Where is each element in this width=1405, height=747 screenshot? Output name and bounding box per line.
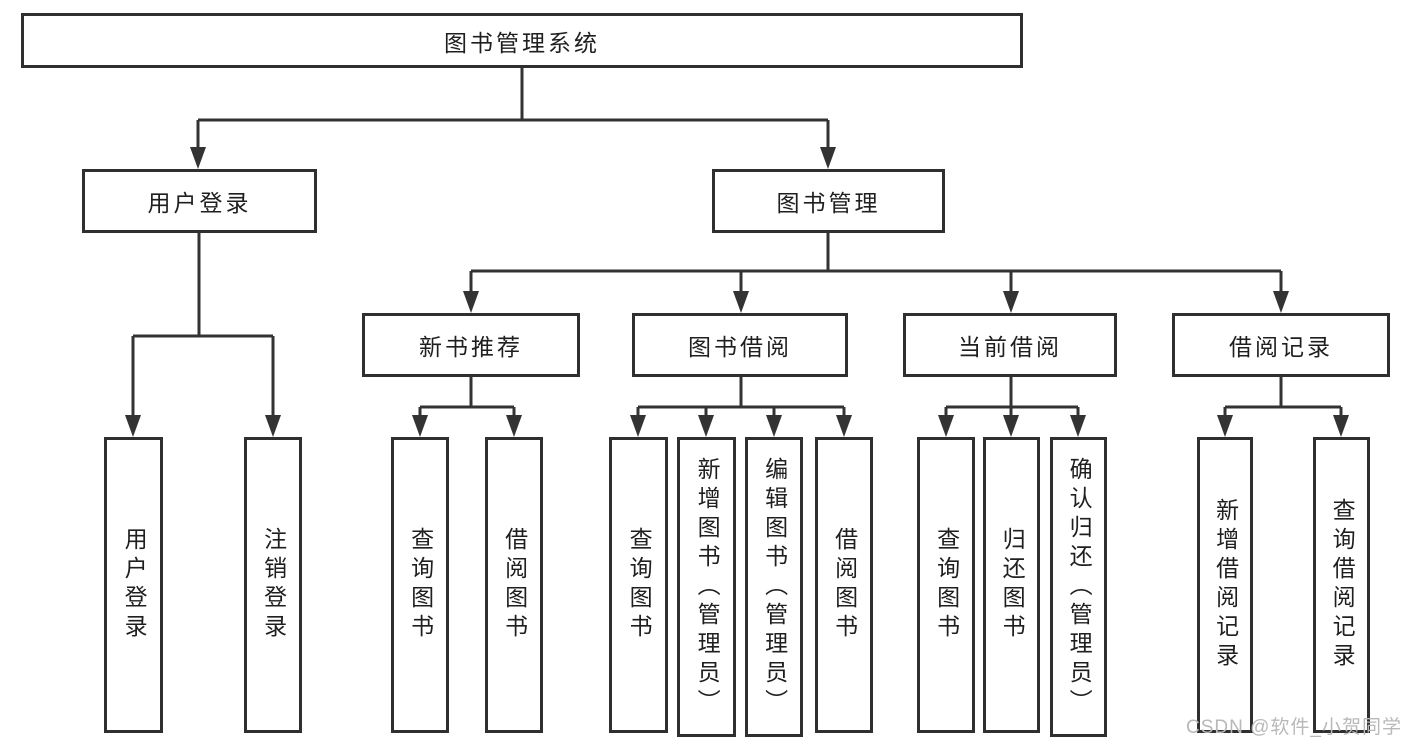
leaf-label: 用户登录 — [121, 527, 148, 643]
node-leaf-borrow-books: 借阅图书 — [815, 437, 873, 733]
leaf-label: 查询图书 — [407, 527, 434, 643]
leaf-label: 借阅图书 — [831, 527, 858, 643]
node-leaf-confirm-return-admin: 确认归还（管理员） — [1050, 437, 1107, 737]
leaf-label: 新增借阅记录 — [1212, 498, 1239, 672]
node-book-borrow: 图书借阅 — [632, 313, 848, 377]
leaf-label: 查询图书 — [626, 527, 653, 643]
leaf-label: 查询图书 — [933, 527, 960, 643]
node-leaf-user-login: 用户登录 — [104, 437, 163, 733]
node-leaf-edit-books-admin: 编辑图书（管理员） — [745, 437, 803, 737]
node-leaf-return-books: 归还图书 — [983, 437, 1040, 733]
node-borrow-records: 借阅记录 — [1172, 313, 1390, 377]
leaf-label: 确认归还（管理员） — [1066, 456, 1093, 718]
leaf-label: 新增图书（管理员） — [694, 456, 721, 718]
connector-arrowheads — [125, 147, 1349, 437]
node-leaf-query-books-current: 查询图书 — [917, 437, 975, 733]
node-leaf-add-books-admin: 新增图书（管理员） — [677, 437, 736, 737]
node-leaf-query-books-recommend: 查询图书 — [391, 437, 449, 733]
node-leaf-query-borrow-record: 查询借阅记录 — [1313, 437, 1370, 733]
leaf-label: 归还图书 — [999, 527, 1026, 643]
node-leaf-logout: 注销登录 — [244, 437, 302, 733]
leaf-label: 注销登录 — [260, 527, 287, 643]
node-user-login: 用户登录 — [82, 169, 317, 233]
node-book-management: 图书管理 — [712, 169, 945, 233]
node-new-book-recommend: 新书推荐 — [362, 313, 580, 377]
node-leaf-borrow-books-recommend: 借阅图书 — [485, 437, 543, 733]
leaf-label: 借阅图书 — [501, 527, 528, 643]
node-current-borrow: 当前借阅 — [903, 313, 1117, 377]
connector-lines — [131, 68, 1343, 418]
leaf-label: 编辑图书（管理员） — [761, 456, 788, 718]
node-library-management-system: 图书管理系统 — [21, 13, 1023, 68]
node-leaf-query-books-borrow: 查询图书 — [609, 437, 668, 733]
node-leaf-add-borrow-record: 新增借阅记录 — [1197, 437, 1253, 733]
leaf-label: 查询借阅记录 — [1329, 498, 1356, 672]
csdn-watermark: CSDN @软件_小贺同学 — [1186, 717, 1402, 738]
